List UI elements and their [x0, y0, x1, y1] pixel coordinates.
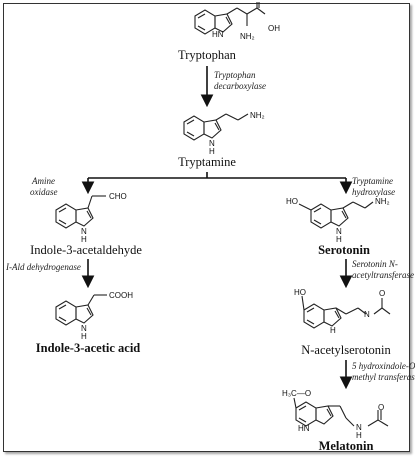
tryptamine-h-label: H — [209, 147, 215, 156]
melatonin-o-label: O — [378, 403, 384, 412]
tryptamine-n-label: N — [209, 139, 215, 148]
serotonin-h-label: H — [336, 235, 342, 244]
enzyme-homt-line2: methyl transferase — [352, 372, 415, 382]
melatonin-structure — [293, 397, 389, 427]
compound-indole-acetaldehyde: Indole-3-acetaldehyde — [30, 243, 142, 257]
serotonin-structure — [298, 201, 374, 229]
compound-tryptamine: Tryptamine — [178, 155, 236, 169]
compound-acetylserotonin: N-acetylserotonin — [301, 343, 391, 357]
indole-acetaldehyde-h-label: H — [81, 235, 87, 244]
tryptophan-nh2-label: NH₂ — [240, 32, 255, 41]
melatonin-h3co-label: H₃C—O — [282, 389, 311, 398]
indole-acetaldehyde-n-label: N — [81, 227, 87, 236]
enzyme-snat-line1: Serotonin N- — [352, 259, 398, 269]
iaa-h-label: H — [81, 332, 87, 341]
tryptamine-structure — [183, 113, 249, 141]
enzyme-tdc-line2: decarboxylase — [214, 81, 266, 91]
iaa-cooh-label: COOH — [109, 291, 133, 300]
iaa-structure — [55, 294, 107, 326]
tryptophan-nh-label: HN — [212, 30, 224, 39]
enzyme-ao-line2: oxidase — [30, 187, 58, 197]
indole-acetaldehyde-cho-label: CHO — [109, 192, 127, 201]
tryptophan-structure — [194, 2, 266, 35]
serotonin-ho-label: HO — [286, 197, 298, 206]
tryptophan-oh-label: OH — [268, 24, 280, 33]
compound-serotonin: Serotonin — [318, 243, 370, 257]
serotonin-nh2-label: NH₂ — [375, 197, 390, 206]
compound-tryptophan: Tryptophan — [178, 48, 237, 62]
enzyme-th-line1: Tryptamine — [352, 176, 393, 186]
melatonin-nh-label: N — [356, 423, 362, 432]
tryptamine-nh2-label: NH₂ — [250, 111, 265, 120]
acetylserotonin-ho-label: HO — [294, 288, 306, 297]
compound-melatonin: Melatonin — [319, 439, 374, 453]
indole-acetaldehyde-structure — [55, 195, 106, 229]
enzyme-ao-line1: Amine — [31, 176, 55, 186]
enzyme-snat-line2: acetyltransferase — [352, 270, 414, 280]
melatonin-h-label: H — [356, 431, 362, 440]
serotonin-n-label: N — [336, 227, 342, 236]
acetylserotonin-o-label: O — [379, 289, 385, 298]
acetylserotonin-structure — [301, 295, 391, 329]
enzyme-tdc-line1: Tryptophan — [214, 70, 256, 80]
enzyme-iald: I-Ald dehydrogenase — [5, 262, 81, 272]
acetylserotonin-n-label: N — [364, 310, 370, 319]
acetylserotonin-nh-label: H — [330, 326, 336, 335]
melatonin-hn-label: HN — [298, 424, 310, 433]
enzyme-th-line2: hydroxylase — [352, 187, 395, 197]
compound-iaa: Indole-3-acetic acid — [36, 341, 141, 355]
iaa-n-label: N — [81, 324, 87, 333]
enzyme-homt-line1: 5 hydroxindole-O- — [352, 361, 415, 371]
